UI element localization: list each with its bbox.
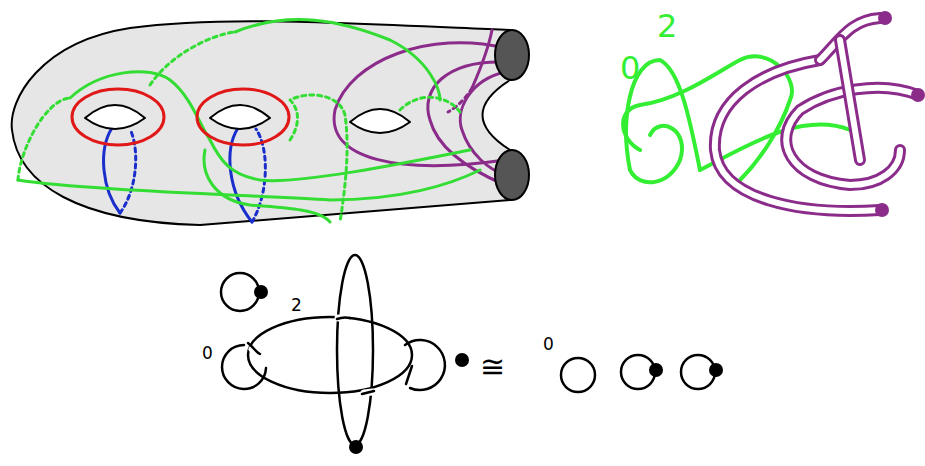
- kirby-diagram: [221, 255, 715, 445]
- purple-curve: [428, 62, 505, 185]
- framing-number: 0: [543, 336, 554, 353]
- green-curve: [290, 95, 347, 222]
- handle-dot: [254, 285, 268, 299]
- meridian-curve: [120, 129, 136, 213]
- green-curve: [204, 150, 330, 222]
- kirby-diagram: [248, 317, 412, 394]
- framing-number: 0: [620, 52, 640, 84]
- red-curve: [72, 89, 164, 145]
- framing-number: 0: [202, 345, 213, 362]
- green-curve: [235, 20, 440, 100]
- handle-dot: [875, 203, 889, 217]
- handle-dot: [709, 363, 723, 377]
- handle-band: [715, 18, 918, 211]
- framing-number: 2: [291, 297, 302, 314]
- red-curve: [197, 89, 289, 145]
- crossing-gap: [252, 318, 412, 393]
- handle-dot: [349, 440, 363, 454]
- green-curve: [70, 72, 470, 181]
- framing-number: 2: [657, 10, 677, 42]
- green-curve: [18, 170, 480, 200]
- handle-dot: [455, 353, 469, 367]
- green-curve: [150, 32, 235, 85]
- surface: [12, 21, 510, 225]
- meridian-curve: [104, 128, 120, 213]
- handle-dot: [649, 363, 663, 377]
- diffeomorphism-symbol: ≅: [480, 352, 505, 382]
- purple-curve: [448, 88, 472, 112]
- boundary-disk: [495, 30, 529, 80]
- boundary-disk: [495, 150, 529, 200]
- hole: [210, 105, 270, 129]
- purple-curve: [472, 30, 492, 88]
- handle-dot: [911, 88, 925, 102]
- green-curve: [400, 97, 462, 115]
- hole: [350, 109, 410, 133]
- hole: [85, 105, 145, 129]
- handle-dot: [878, 11, 892, 25]
- green-curve: [18, 98, 70, 180]
